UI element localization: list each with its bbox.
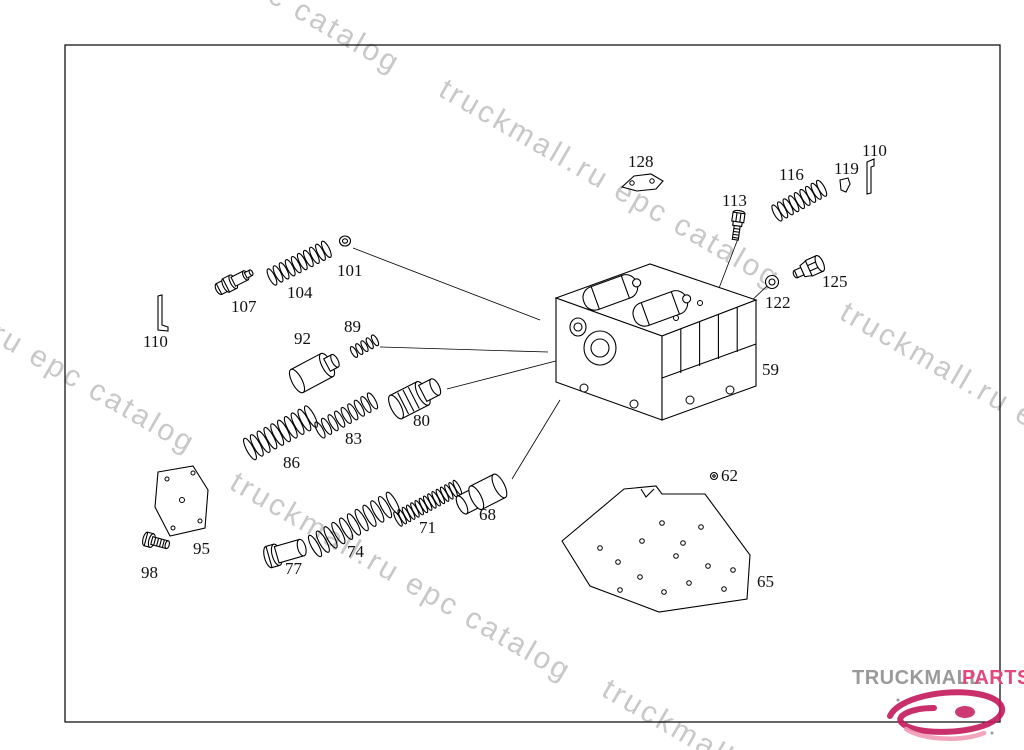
- leader-line: [511, 399, 561, 480]
- logo-text-gray: TRUCKMALL: [852, 667, 982, 689]
- solenoid-cylinder: [582, 274, 642, 311]
- part-label-128: 128: [628, 152, 654, 171]
- part-label-62: 62: [721, 466, 738, 485]
- part-122-ring: [764, 274, 780, 290]
- part-101-ring: [338, 235, 352, 247]
- part-labels: 128 113 116 119 110 125 122 101 107 104 …: [141, 141, 887, 591]
- part-104-spring: [264, 239, 334, 287]
- part-label-71: 71: [419, 518, 436, 537]
- leader-line: [379, 346, 549, 353]
- solenoid-cylinder: [632, 290, 692, 327]
- part-label-122: 122: [765, 293, 791, 312]
- part-62-screw: [709, 471, 719, 481]
- part-107-valve: [214, 269, 254, 296]
- part-59-valve-body: [554, 263, 758, 421]
- part-92-piston: [288, 352, 340, 394]
- truckmall-logo: TRUCKMALL PARTS: [852, 667, 1024, 741]
- part-125-fitting: [792, 254, 826, 279]
- part-label-86: 86: [283, 453, 300, 472]
- part-77-cup: [263, 538, 307, 569]
- part-89-spring: [348, 333, 381, 359]
- part-110-pin-top: [866, 158, 875, 195]
- part-label-77: 77: [285, 559, 303, 578]
- page-frame-border: [64, 44, 1001, 723]
- logo-text-pink: PARTS: [962, 667, 1024, 689]
- part-86-spring: [240, 403, 321, 462]
- swirl-speck: [896, 698, 900, 702]
- part-label-80: 80: [413, 411, 430, 430]
- part-label-89: 89: [344, 317, 361, 336]
- part-label-68: 68: [479, 505, 496, 524]
- part-68-piston: [455, 473, 508, 515]
- part-label-98: 98: [141, 563, 158, 582]
- part-label-92: 92: [294, 329, 311, 348]
- part-65-separator-plate: [561, 485, 751, 613]
- part-113-bolt: [731, 209, 746, 241]
- swirl-stroke-light: [903, 726, 987, 741]
- part-label-104: 104: [287, 283, 313, 302]
- watermark-text: truckmall.ru epc catalog: [835, 295, 1024, 518]
- part-98-bolt: [142, 531, 170, 550]
- part-label-125: 125: [822, 272, 848, 291]
- part-label-74: 74: [347, 542, 365, 561]
- part-116-spring: [769, 178, 830, 223]
- watermark-text: truckmall.ru epc catalog: [434, 72, 787, 295]
- part-label-107: 107: [231, 297, 257, 316]
- part-label-110-left: 110: [143, 332, 168, 351]
- part-80-valve: [388, 378, 442, 420]
- leader-line: [352, 247, 541, 321]
- part-label-113: 113: [722, 191, 747, 210]
- part-label-119: 119: [834, 159, 859, 178]
- part-128-bracket: [620, 173, 664, 192]
- leader-line: [715, 235, 740, 297]
- swirl-center: [955, 706, 975, 718]
- truckmall-logo-swirl: [887, 689, 1006, 741]
- watermark-text: truckmall.ru epc catalog: [54, 0, 407, 80]
- swirl-stroke-dark: [887, 689, 1006, 735]
- part-label-65: 65: [757, 572, 774, 591]
- part-119-clip: [839, 177, 851, 193]
- part-label-95: 95: [193, 539, 210, 558]
- watermark-text: truckmall.ru epc catalog: [225, 465, 578, 688]
- part-label-83: 83: [345, 429, 362, 448]
- swirl-speck: [990, 731, 994, 735]
- watermark-text: truckmall.ru epc catalog: [0, 237, 202, 460]
- part-label-116: 116: [779, 165, 804, 184]
- part-label-101: 101: [337, 261, 363, 280]
- part-label-110-top: 110: [862, 141, 887, 160]
- part-label-59: 59: [762, 360, 779, 379]
- part-110-pin-left: [157, 294, 169, 332]
- part-95-plate: [154, 465, 209, 537]
